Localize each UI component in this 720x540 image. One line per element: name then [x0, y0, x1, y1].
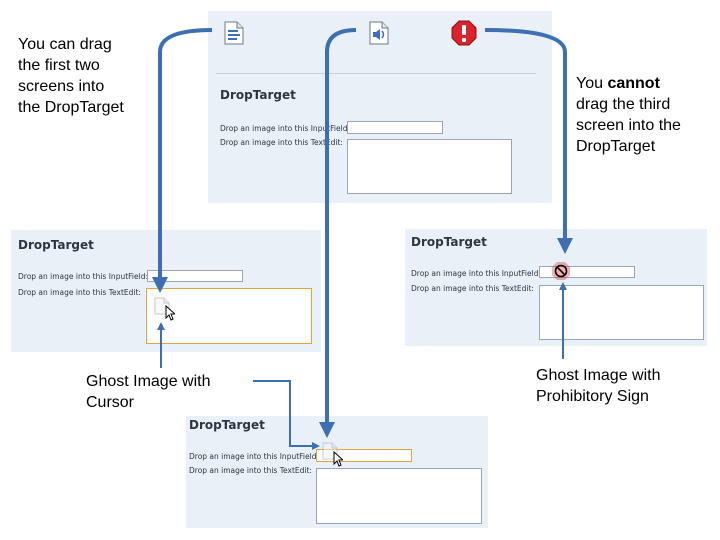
arrow-first-screen: [152, 28, 213, 293]
drop-target-panel-prohibited: DropTarget Drop an image into this Input…: [405, 229, 707, 346]
input-field[interactable]: [539, 266, 635, 278]
panel-title: DropTarget: [189, 418, 265, 432]
note-ghost-prohibitory: Ghost Image with Prohibitory Sign: [536, 367, 661, 405]
text-edit-label: Drop an image into this TextEdit:: [220, 138, 343, 147]
panel-title: DropTarget: [18, 238, 94, 252]
input-field-label: Drop an image into this InputField:: [220, 124, 350, 133]
separator-line: [216, 73, 536, 74]
note-can-drag: You can drag the first two screens into …: [18, 36, 124, 116]
panel-title: DropTarget: [411, 235, 487, 249]
speaker-document-icon[interactable]: [368, 21, 390, 50]
cursor-icon: [333, 450, 345, 472]
text-edit[interactable]: [316, 468, 482, 524]
pointer-ghost-cursor-bottom: [253, 380, 320, 450]
drop-target-panel-textedit: DropTarget Drop an image into this Input…: [186, 416, 488, 528]
text-edit-label: Drop an image into this TextEdit:: [18, 288, 141, 297]
arrow-second-screen: [319, 28, 357, 438]
error-icon[interactable]: [451, 20, 477, 51]
text-edit[interactable]: [539, 285, 704, 340]
text-edit-label: Drop an image into this TextEdit:: [189, 466, 312, 475]
input-field-label: Drop an image into this InputField:: [189, 452, 319, 461]
text-edit[interactable]: [146, 288, 312, 344]
input-field-label: Drop an image into this InputField:: [411, 269, 541, 278]
arrow-third-screen: [484, 28, 573, 254]
text-edit[interactable]: [347, 139, 512, 194]
panel-title: DropTarget: [220, 88, 296, 102]
note-ghost-cursor: Ghost Image with Cursor: [86, 373, 211, 411]
input-field-label: Drop an image into this InputField:: [18, 272, 148, 281]
cursor-icon: [165, 304, 177, 326]
document-icon[interactable]: [223, 21, 245, 50]
note-cannot-drag: You cannot drag the third screen into th…: [576, 75, 681, 155]
prohibitory-sign-icon: [554, 264, 568, 283]
input-field[interactable]: [347, 121, 443, 134]
input-field[interactable]: [147, 270, 243, 282]
text-edit-label: Drop an image into this TextEdit:: [411, 284, 534, 293]
